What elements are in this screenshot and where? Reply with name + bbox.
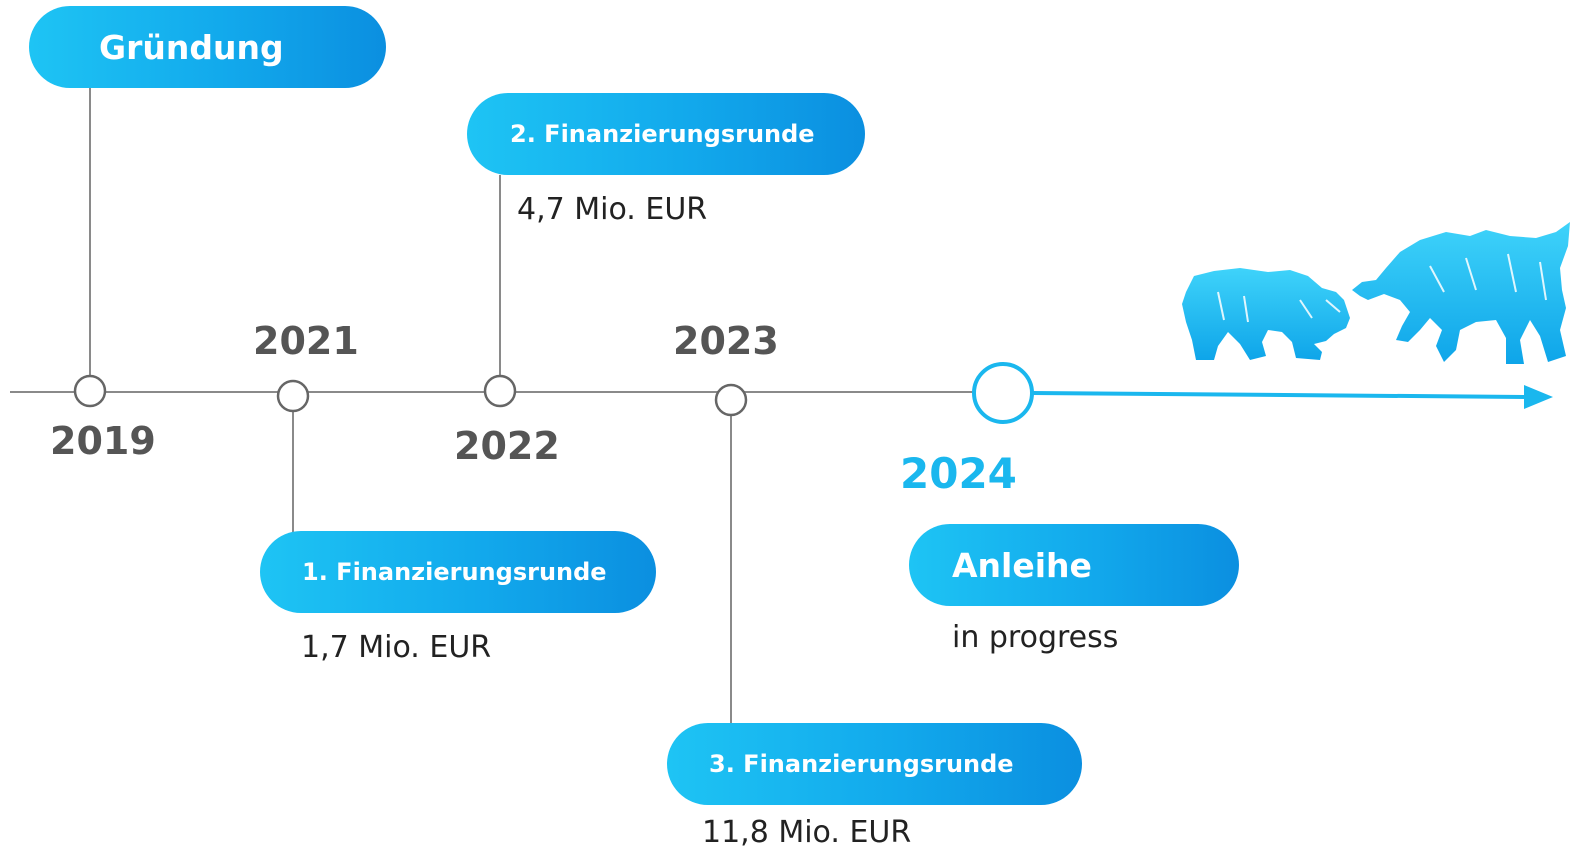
node-2024 xyxy=(972,362,1034,424)
milestone-round1-amount: 1,7 Mio. EUR xyxy=(301,630,492,665)
bull-detail-lines xyxy=(1429,253,1547,301)
year-label-2019: 2019 xyxy=(50,419,156,463)
year-label-2024: 2024 xyxy=(900,449,1017,498)
arrow-head-icon xyxy=(1524,385,1553,409)
year-label-2023: 2023 xyxy=(673,319,779,363)
bear-detail-lines xyxy=(1217,291,1341,323)
bull-icon xyxy=(1352,222,1570,364)
year-label-2021: 2021 xyxy=(253,319,359,363)
milestone-round1-title: 1. Finanzierungsrunde xyxy=(302,558,607,586)
node-2021 xyxy=(276,379,310,413)
milestone-anleihe-pill: Anleihe xyxy=(909,524,1239,606)
milestone-anleihe-title: Anleihe xyxy=(952,545,1092,585)
milestone-gruendung-pill: Gründung xyxy=(29,6,386,88)
milestone-anleihe-status: in progress xyxy=(952,620,1119,655)
milestone-gruendung-title: Gründung xyxy=(99,27,284,67)
milestone-round2-title: 2. Finanzierungsrunde xyxy=(510,120,815,148)
node-2019 xyxy=(73,374,107,408)
milestone-round2-pill: 2. Finanzierungsrunde xyxy=(467,93,865,175)
milestone-round1-pill: 1. Finanzierungsrunde xyxy=(260,531,656,613)
milestone-round3-amount: 11,8 Mio. EUR xyxy=(702,815,912,850)
milestone-round3-pill: 3. Finanzierungsrunde xyxy=(667,723,1082,805)
node-2022 xyxy=(483,374,517,408)
milestone-round2-amount: 4,7 Mio. EUR xyxy=(517,192,708,227)
node-2023 xyxy=(714,383,748,417)
year-label-2022: 2022 xyxy=(454,424,560,468)
bear-icon xyxy=(1182,268,1350,360)
milestone-round3-title: 3. Finanzierungsrunde xyxy=(709,750,1014,778)
timeline-arrow-line xyxy=(1031,391,1531,399)
